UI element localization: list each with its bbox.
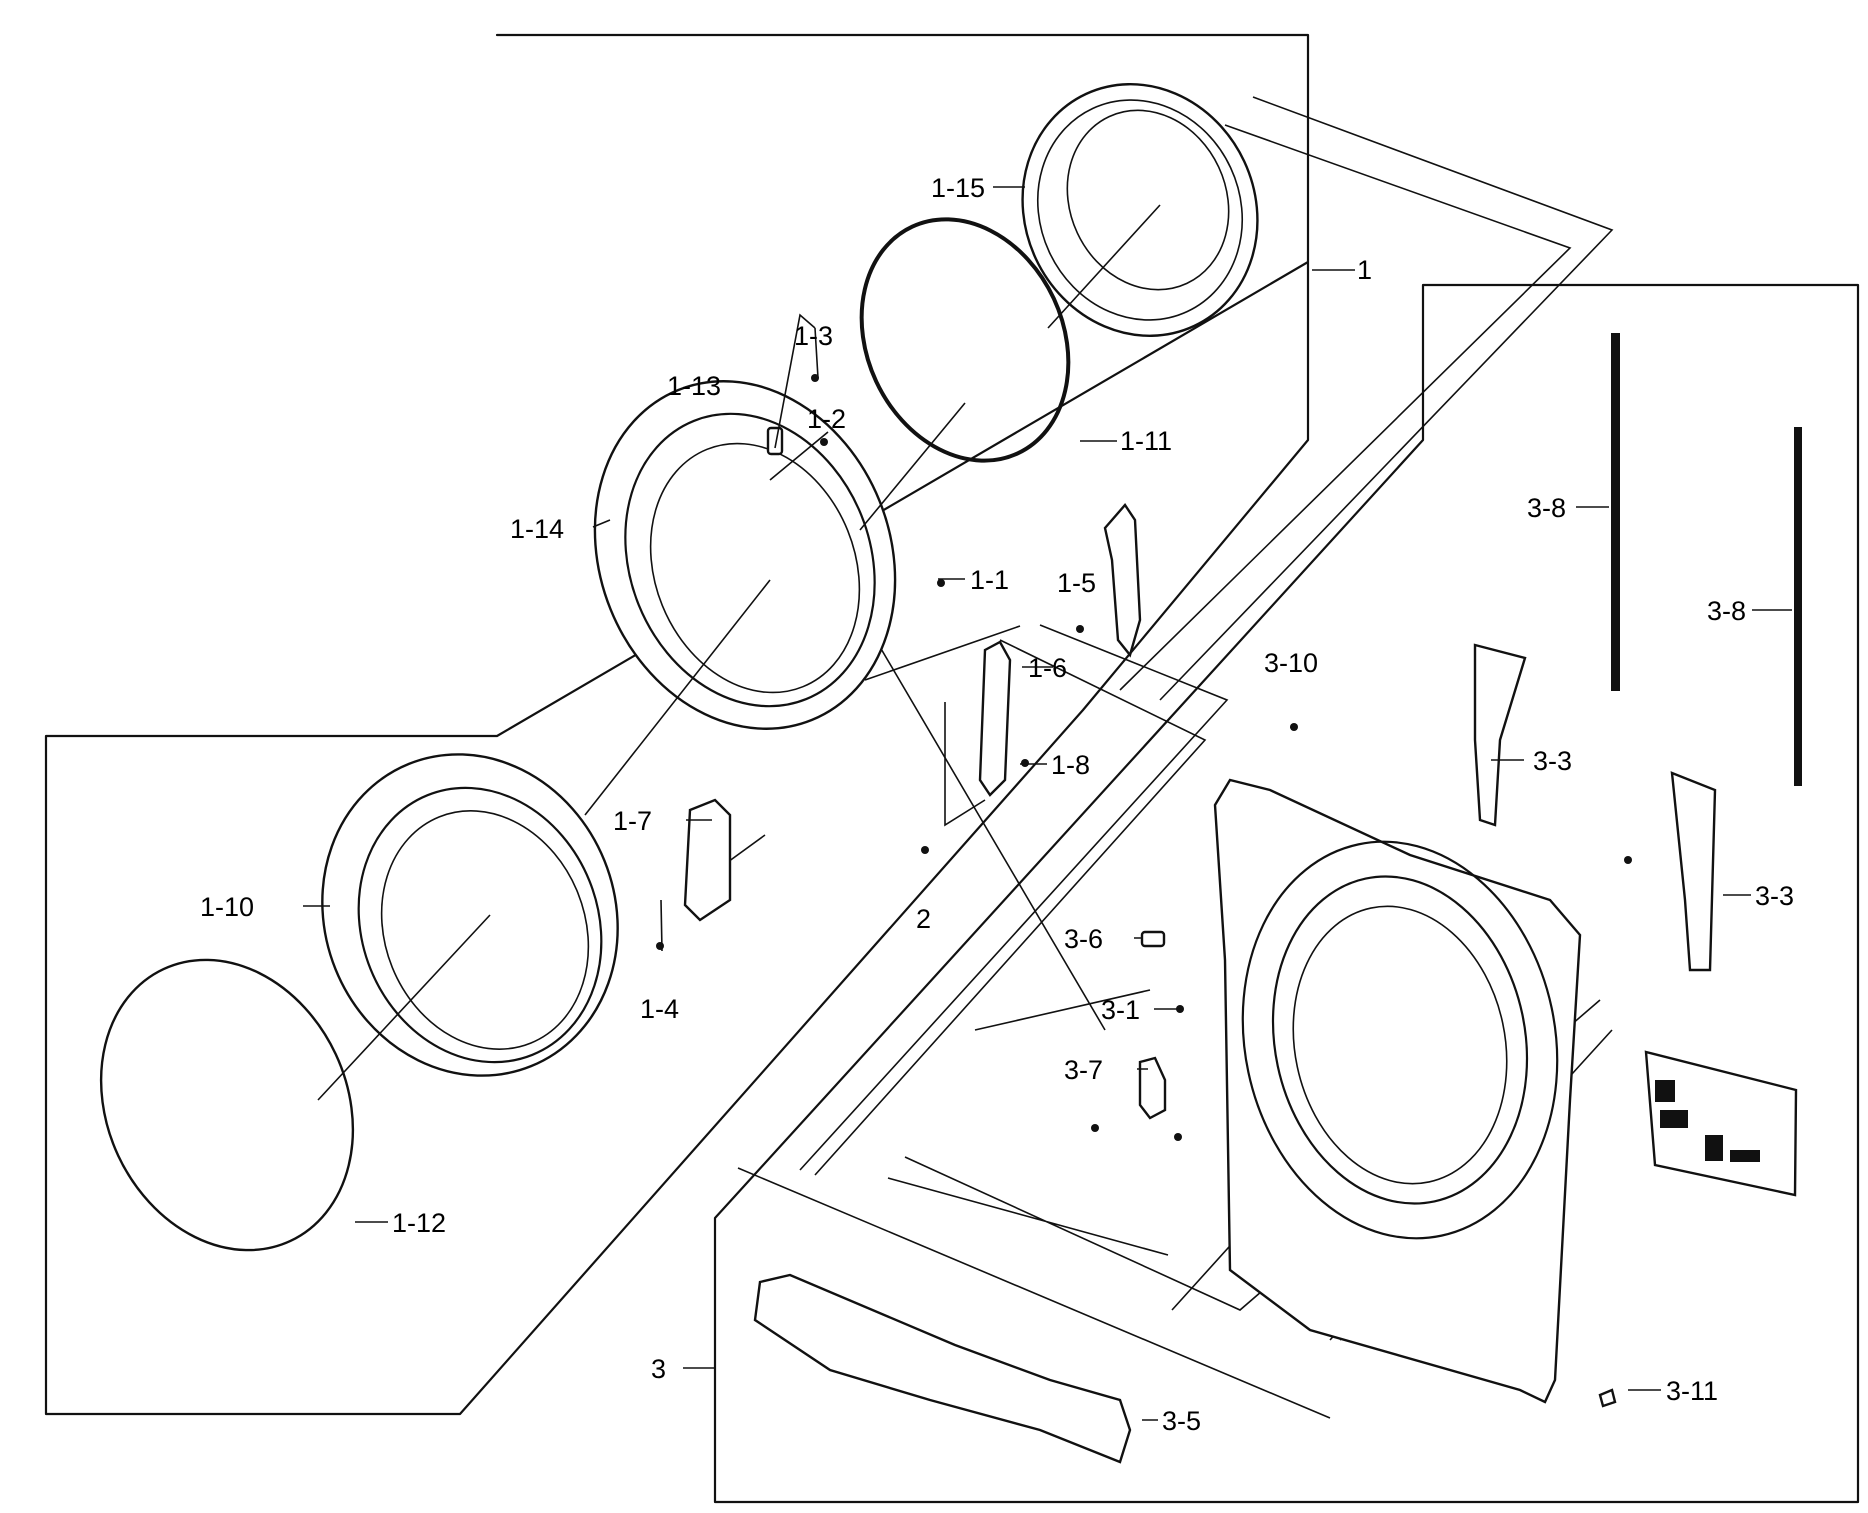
label-1-7: 1-7 — [613, 806, 652, 836]
label-3-10: 3-10 — [1264, 648, 1318, 678]
label-3-3-right: 3-3 — [1755, 881, 1794, 911]
label-3-6: 3-6 — [1064, 924, 1103, 954]
part-3-5-kick-plate — [753, 1273, 1132, 1464]
label-3-5: 3-5 — [1162, 1406, 1201, 1436]
label-1-5: 1-5 — [1057, 568, 1096, 598]
door-seal-ring — [859, 217, 1071, 463]
door-assembly-boundary — [44, 33, 1310, 1416]
label-1-4: 1-4 — [640, 994, 679, 1024]
label-1-11: 1-11 — [1120, 426, 1172, 456]
label-2: 2 — [916, 904, 931, 934]
label-3-1: 3-1 — [1101, 995, 1140, 1025]
screw-points — [656, 374, 1632, 1141]
part-3-3-bracket-left — [1473, 643, 1527, 827]
label-1-15: 1-15 — [931, 173, 985, 203]
part-3-7-plate — [1138, 1056, 1167, 1120]
door-axis-lines — [317, 204, 1161, 1101]
label-1-6: 1-6 — [1028, 653, 1067, 683]
label-3: 3 — [651, 1354, 666, 1384]
part-1-7-latch — [683, 798, 732, 922]
label-1-1: 1-1 — [970, 565, 1009, 595]
label-3-8-left: 3-8 — [1527, 493, 1566, 523]
part-2-screw-group — [944, 702, 986, 827]
door-frame — [593, 380, 897, 730]
label-3-11: 3-11 — [1666, 1376, 1718, 1406]
door-glass-outer-ring — [1021, 83, 1259, 337]
part-1-13-clip — [766, 426, 784, 456]
rating-plate — [1644, 1050, 1798, 1197]
label-1-3: 1-3 — [794, 321, 833, 351]
part-3-6-connector — [1140, 930, 1166, 948]
part-1-5-plate — [1103, 503, 1142, 658]
front-panel-boundary — [713, 283, 1860, 1504]
part-3-11-clip — [1598, 1388, 1617, 1408]
door-glass-front — [321, 753, 619, 1077]
label-1-14: 1-14 — [510, 514, 564, 544]
label-3-3-left: 3-3 — [1533, 746, 1572, 776]
door-cover-disc — [99, 958, 355, 1252]
label-1-8: 1-8 — [1051, 750, 1090, 780]
label-3-7: 3-7 — [1064, 1055, 1103, 1085]
label-1-2: 1-2 — [807, 404, 846, 434]
part-3-8-strip-left — [1611, 333, 1620, 691]
label-1: 1 — [1357, 255, 1372, 285]
leader-lines — [303, 186, 1792, 1421]
front-panel — [1213, 778, 1582, 1404]
label-1-12: 1-12 — [392, 1208, 446, 1238]
part-3-8-strip-right — [1794, 427, 1802, 786]
label-3-8-right: 3-8 — [1707, 596, 1746, 626]
label-1-13: 1-13 — [667, 371, 721, 401]
part-3-3-bracket-right — [1670, 771, 1717, 972]
label-1-10: 1-10 — [200, 892, 254, 922]
part-1-6-hinge — [978, 640, 1012, 797]
